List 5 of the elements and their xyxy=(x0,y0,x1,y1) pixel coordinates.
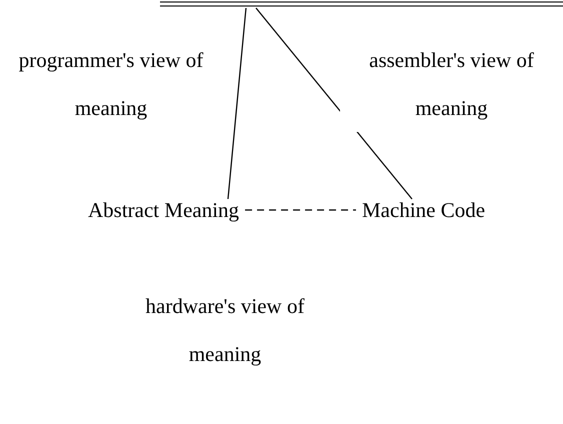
leader-line xyxy=(227,8,247,200)
node-label: Abstract Meaning xyxy=(88,197,240,223)
connector-line xyxy=(245,209,356,211)
node-label: Machine Code xyxy=(362,197,486,223)
leader-line xyxy=(256,8,412,200)
